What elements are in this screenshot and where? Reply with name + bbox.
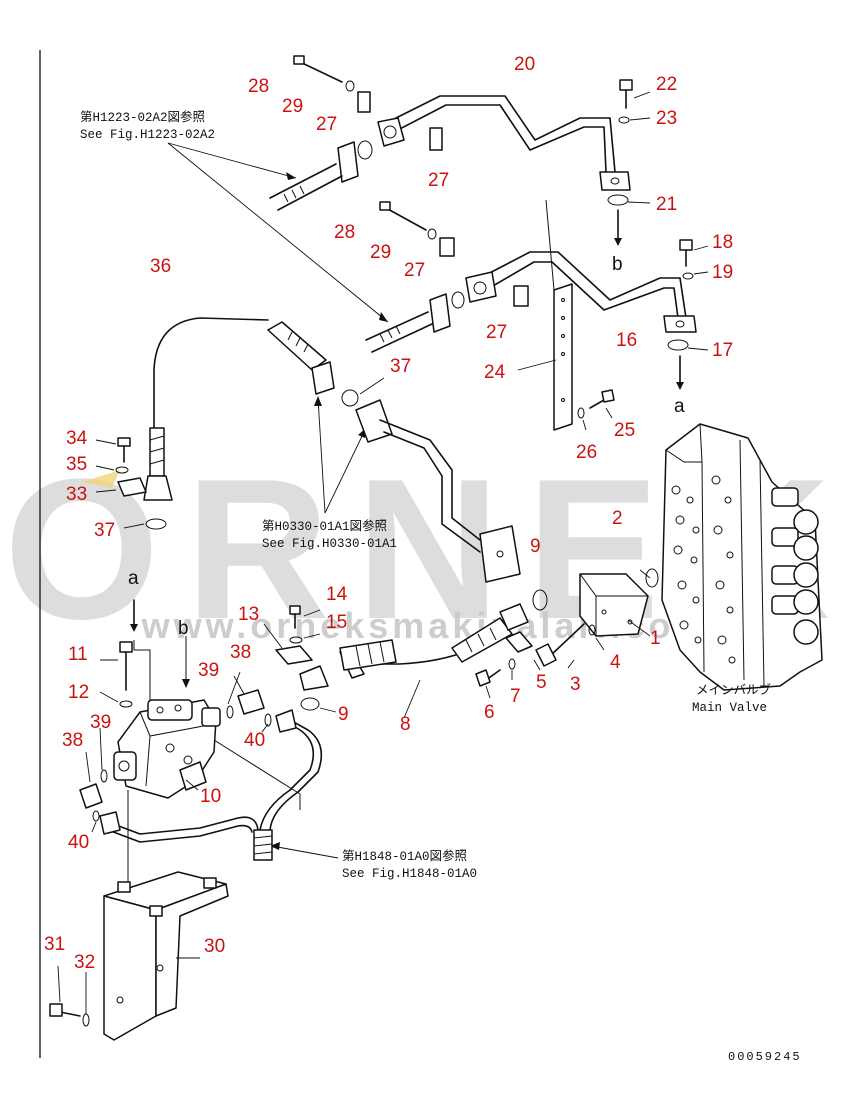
- hose-36: [143, 317, 385, 501]
- callout-38: 38: [62, 730, 83, 751]
- pilot-hoses: [99, 709, 323, 861]
- flow-label-b-upper: b: [612, 254, 623, 275]
- callout-27: 27: [316, 114, 337, 135]
- callout-38: 38: [230, 642, 251, 663]
- callout-21: 21: [656, 194, 677, 215]
- bolt-22: [618, 79, 651, 124]
- callout-13: 13: [238, 604, 259, 625]
- callout-28: 28: [248, 76, 269, 97]
- callout-29: 29: [370, 242, 391, 263]
- callout-24: 24: [484, 362, 506, 383]
- o-ring-21: [607, 194, 629, 206]
- callout-18: 18: [712, 232, 733, 253]
- callout-29: 29: [282, 96, 303, 117]
- callout-25: 25: [614, 420, 635, 441]
- callout-39: 39: [90, 712, 111, 733]
- drawing-number: 00059245: [728, 1050, 802, 1064]
- callout-3: 3: [570, 674, 581, 695]
- watermark-logo-arrow: [82, 470, 120, 488]
- callout-28: 28: [334, 222, 355, 243]
- callout-8: 8: [400, 714, 411, 735]
- callout-36: 36: [150, 256, 171, 277]
- callout-33: 33: [66, 484, 87, 505]
- callout-19: 19: [712, 262, 733, 283]
- ppc-valve-10: [113, 699, 221, 799]
- main-valve: メインバルブ Main Valve: [661, 423, 823, 715]
- main-valve-label-en: Main Valve: [692, 701, 767, 715]
- callout-39: 39: [198, 660, 219, 681]
- callout-35: 35: [66, 454, 87, 475]
- callout-17: 17: [712, 340, 733, 361]
- reference-en: See Fig.H1848-01A0: [342, 867, 477, 881]
- callout-10: 10: [200, 786, 221, 807]
- callout-9: 9: [530, 536, 541, 557]
- callout-27: 27: [428, 170, 449, 191]
- callout-31: 31: [44, 934, 65, 955]
- callout-1: 1: [650, 628, 661, 649]
- pipe-16: [365, 201, 697, 353]
- callout-12: 12: [68, 682, 89, 703]
- bolt-18: [679, 239, 709, 280]
- reference-en: See Fig.H0330-01A1: [262, 537, 397, 551]
- callout-32: 32: [74, 952, 95, 973]
- reference-note-h1223: 第H1223-02A2図参照 See Fig.H1223-02A2: [80, 109, 389, 323]
- watermark-url: www.orneksmakinaları.com.tr: [141, 605, 759, 646]
- pipe-20: [269, 55, 631, 211]
- callout-5: 5: [536, 672, 547, 693]
- callout-16: 16: [616, 330, 637, 351]
- flow-label-b-lower: b: [178, 618, 189, 639]
- bracket-30: [49, 871, 229, 1041]
- flow-label-a-upper: a: [674, 396, 685, 417]
- reference-note-h1848: 第H1848-01A0図参照 See Fig.H1848-01A0: [270, 842, 477, 881]
- callout-27: 27: [404, 260, 425, 281]
- callout-23: 23: [656, 108, 677, 129]
- fittings-38-40: [79, 671, 272, 833]
- callout-40: 40: [68, 832, 89, 853]
- o-ring-17: [667, 339, 689, 351]
- callout-26: 26: [576, 442, 597, 463]
- callout-27: 27: [486, 322, 507, 343]
- reference-jp: 第H1848-01A0図参照: [342, 848, 467, 864]
- callouts: 28 29 27 20 22 23 27 21 28 18 29 27 19 3…: [44, 54, 733, 973]
- callout-34: 34: [66, 428, 88, 449]
- callout-11: 11: [68, 644, 88, 665]
- callout-37: 37: [390, 356, 411, 377]
- block-1: [532, 568, 659, 637]
- bracket-24: [517, 199, 615, 431]
- reference-note-h0330: 第H0330-01A1図参照 See Fig.H0330-01A1: [262, 396, 397, 551]
- callout-2: 2: [612, 508, 623, 529]
- bolt-3-group: [475, 623, 605, 699]
- callout-6: 6: [484, 702, 495, 723]
- callout-7: 7: [510, 686, 521, 707]
- bolt-11: [99, 641, 133, 708]
- callout-15: 15: [326, 612, 347, 633]
- callout-37: 37: [94, 520, 115, 541]
- callout-4: 4: [610, 652, 621, 673]
- clamp-33-group: [95, 437, 167, 632]
- hose-8: [339, 603, 529, 719]
- callout-40: 40: [244, 730, 265, 751]
- reference-jp: 第H1223-02A2図参照: [80, 109, 205, 125]
- reference-jp: 第H0330-01A1図参照: [262, 518, 387, 534]
- flow-label-a-lower: a: [128, 568, 139, 589]
- callout-14: 14: [326, 584, 348, 605]
- callout-9: 9: [338, 704, 349, 725]
- main-valve-label-jp: メインバルブ: [696, 682, 772, 698]
- callout-20: 20: [514, 54, 535, 75]
- callout-22: 22: [656, 74, 677, 95]
- guide-line-a: [133, 640, 151, 700]
- main-valve-spools: [771, 487, 819, 645]
- reference-en: See Fig.H1223-02A2: [80, 128, 215, 142]
- callout-30: 30: [204, 936, 225, 957]
- main-valve-ports: [671, 475, 736, 664]
- block-37-pipe: [355, 399, 521, 583]
- clamp-13-group: [263, 605, 337, 713]
